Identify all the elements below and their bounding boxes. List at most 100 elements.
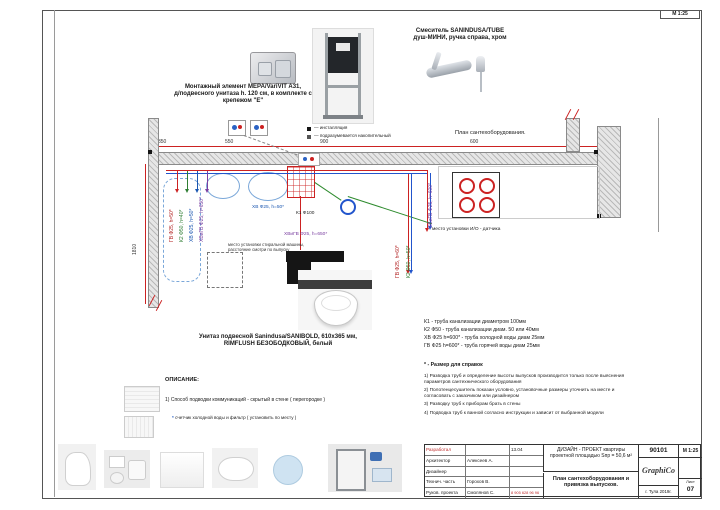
pipe-legend-hv: ХВ Ф25 h=600* - труба холодной воды диам… bbox=[424, 335, 545, 341]
cooktop bbox=[452, 172, 500, 218]
plan-note-4: 4) Подводка труб к ванной согласно инстр… bbox=[424, 410, 604, 416]
part-2 bbox=[128, 460, 146, 480]
label-hvgv: ХВиГВ Ф25, h=650* bbox=[199, 196, 205, 242]
stamp-vline-1 bbox=[465, 445, 466, 498]
label-hv: ХВ Ф25, h=50* bbox=[189, 208, 195, 242]
label-k1: К1 Ф100 bbox=[296, 211, 315, 216]
arrow-cold-br bbox=[409, 270, 413, 274]
wall-right-thin bbox=[658, 118, 659, 232]
shower-hose bbox=[480, 72, 482, 92]
basin-shape bbox=[218, 457, 254, 481]
wall-right-column bbox=[597, 126, 621, 218]
washer-note-line2: расстояние смотри по выпуску bbox=[228, 247, 290, 252]
pipe-cold-drop-br bbox=[411, 174, 412, 270]
part-3 bbox=[110, 472, 124, 484]
stamp-role-3: Технич. часть bbox=[426, 479, 456, 484]
black-step-1 bbox=[287, 262, 311, 272]
wall-gap-toilet-install bbox=[298, 153, 320, 166]
arrow-hot-right bbox=[425, 228, 429, 232]
bathtub-outline bbox=[163, 178, 201, 282]
tb-scale: М 1:25 bbox=[678, 445, 702, 458]
sheet-frame bbox=[42, 10, 702, 499]
description-line2: счетчик холодной воды и фильтр ( установ… bbox=[175, 415, 297, 420]
frame-rail-right bbox=[358, 33, 361, 117]
mixer-caption-line2: душ-МИНИ, ручка справа, хром bbox=[413, 35, 507, 41]
frame-margin-line bbox=[54, 10, 55, 497]
washer-note-line1: место установки стиральной машины, bbox=[228, 242, 305, 247]
sheet-number: 07 bbox=[686, 486, 695, 493]
stamp-role-2: Дизайнер bbox=[426, 469, 447, 474]
wall-top bbox=[150, 152, 598, 165]
stamp-hline-4 bbox=[425, 487, 543, 488]
dim-top-4: 600 bbox=[470, 139, 479, 145]
plan-note-2: 2) Полотенцесушитель показан условно, ус… bbox=[424, 388, 615, 399]
burner-3 bbox=[459, 197, 475, 213]
pipe-legend-k2: К2 Ф50 - труба канализации диам. 50 или … bbox=[424, 327, 539, 333]
cistern-box bbox=[328, 37, 358, 73]
dim-left-value: 1810 bbox=[132, 243, 138, 255]
toilet-seat-line bbox=[321, 295, 351, 311]
thumb-blue-disc bbox=[268, 452, 306, 486]
washbasin-outline-2 bbox=[248, 172, 288, 201]
pipe-hot-drop-br bbox=[408, 174, 409, 270]
burner-1 bbox=[459, 178, 475, 194]
valve-callout-1 bbox=[228, 120, 246, 136]
label-br-gv: ГВ Ф25, h=60* bbox=[395, 245, 401, 278]
mount-caption-line1: Монтажный элемент MEPA/VariVIT A31, bbox=[184, 84, 302, 90]
sensor-note: место установки И/О - датчика bbox=[432, 227, 501, 232]
arrow-k2 bbox=[185, 189, 189, 193]
stamp-hline-2 bbox=[425, 466, 543, 467]
pipe-hot-drop-right bbox=[427, 170, 428, 228]
drop-hvgv bbox=[207, 171, 208, 190]
arrow-hvgv bbox=[205, 189, 209, 193]
wall-end-square-1 bbox=[148, 150, 152, 154]
bidet-shape bbox=[65, 452, 91, 486]
mixer-caption-line1: Смеситель SANINDUSA/TUBE bbox=[415, 28, 505, 34]
sheet-title-cell: План сантехоборудования и привязка выпус… bbox=[543, 473, 638, 498]
label-br-k2: К2 Ф50, h=50* bbox=[406, 245, 412, 278]
valve-blue-dot bbox=[232, 125, 237, 130]
mini-schematic-2 bbox=[124, 416, 154, 438]
toilet-image bbox=[298, 270, 372, 330]
pipe-legend: К1 - труба канализации диаметром 100мм К… bbox=[424, 318, 644, 350]
flush-button-small bbox=[258, 62, 272, 76]
washer-note: место установки стиральной машины, расст… bbox=[228, 242, 324, 252]
dim-top-3: 900 bbox=[320, 139, 329, 145]
washing-machine-outline bbox=[207, 252, 243, 288]
stamp-role-4: Руков. проекта bbox=[426, 490, 458, 495]
manifold-box bbox=[287, 166, 315, 198]
label-mid-hv: ХВ Ф25, h=50* bbox=[252, 205, 285, 210]
stamp-name-3: Горохов В. bbox=[467, 479, 490, 484]
valve-blue-dot-2 bbox=[254, 125, 259, 130]
arrow-hv bbox=[195, 189, 199, 193]
toilet-caption: Унитаз подвесной Sanindusa/SANIBOLD, 610… bbox=[196, 334, 360, 348]
wall-upper-stub bbox=[566, 118, 580, 152]
kit-frame bbox=[336, 449, 366, 491]
frame-rail-left bbox=[325, 33, 328, 117]
black-wall-bar bbox=[286, 251, 344, 262]
valve-callout-2 bbox=[250, 120, 268, 136]
company-logo: GraphiCo bbox=[638, 458, 678, 485]
dim-line-top bbox=[150, 146, 598, 147]
company-city: г. Тула 2019г. bbox=[638, 485, 678, 498]
thumb-parts bbox=[104, 450, 150, 488]
flush-button-large bbox=[275, 60, 291, 78]
plan-note-3: 3) Разводку труб к приборам брать в стен… bbox=[424, 402, 521, 408]
pipe-legend-k1: К1 - труба канализации диаметром 100мм bbox=[424, 319, 526, 325]
pipe-hot-drop-mid bbox=[300, 196, 301, 250]
kitchen-counter bbox=[438, 166, 600, 219]
label-k2: К2 Ф50, h=40* bbox=[179, 209, 185, 242]
install-red-dot bbox=[310, 157, 314, 161]
thumb-install-kit bbox=[328, 444, 402, 492]
thumb-bidet bbox=[58, 444, 96, 490]
kit-blue-part-1 bbox=[370, 452, 382, 461]
burner-4 bbox=[479, 197, 495, 213]
pipe-cold-horizontal bbox=[166, 173, 428, 174]
toilet-caption-line2: RIMFLUSH БЕЗОБОДКОВЫЙ, белый bbox=[223, 341, 333, 347]
drop-hv bbox=[197, 171, 198, 190]
mount-caption-line2: д/подвесного унитаза h. 120 см, в компле… bbox=[174, 91, 312, 104]
stamp-vline-2 bbox=[509, 445, 510, 498]
burner-2 bbox=[479, 178, 495, 194]
project-code: 90101 bbox=[638, 445, 678, 458]
stamp-extra-0: 13.04 bbox=[511, 447, 523, 452]
